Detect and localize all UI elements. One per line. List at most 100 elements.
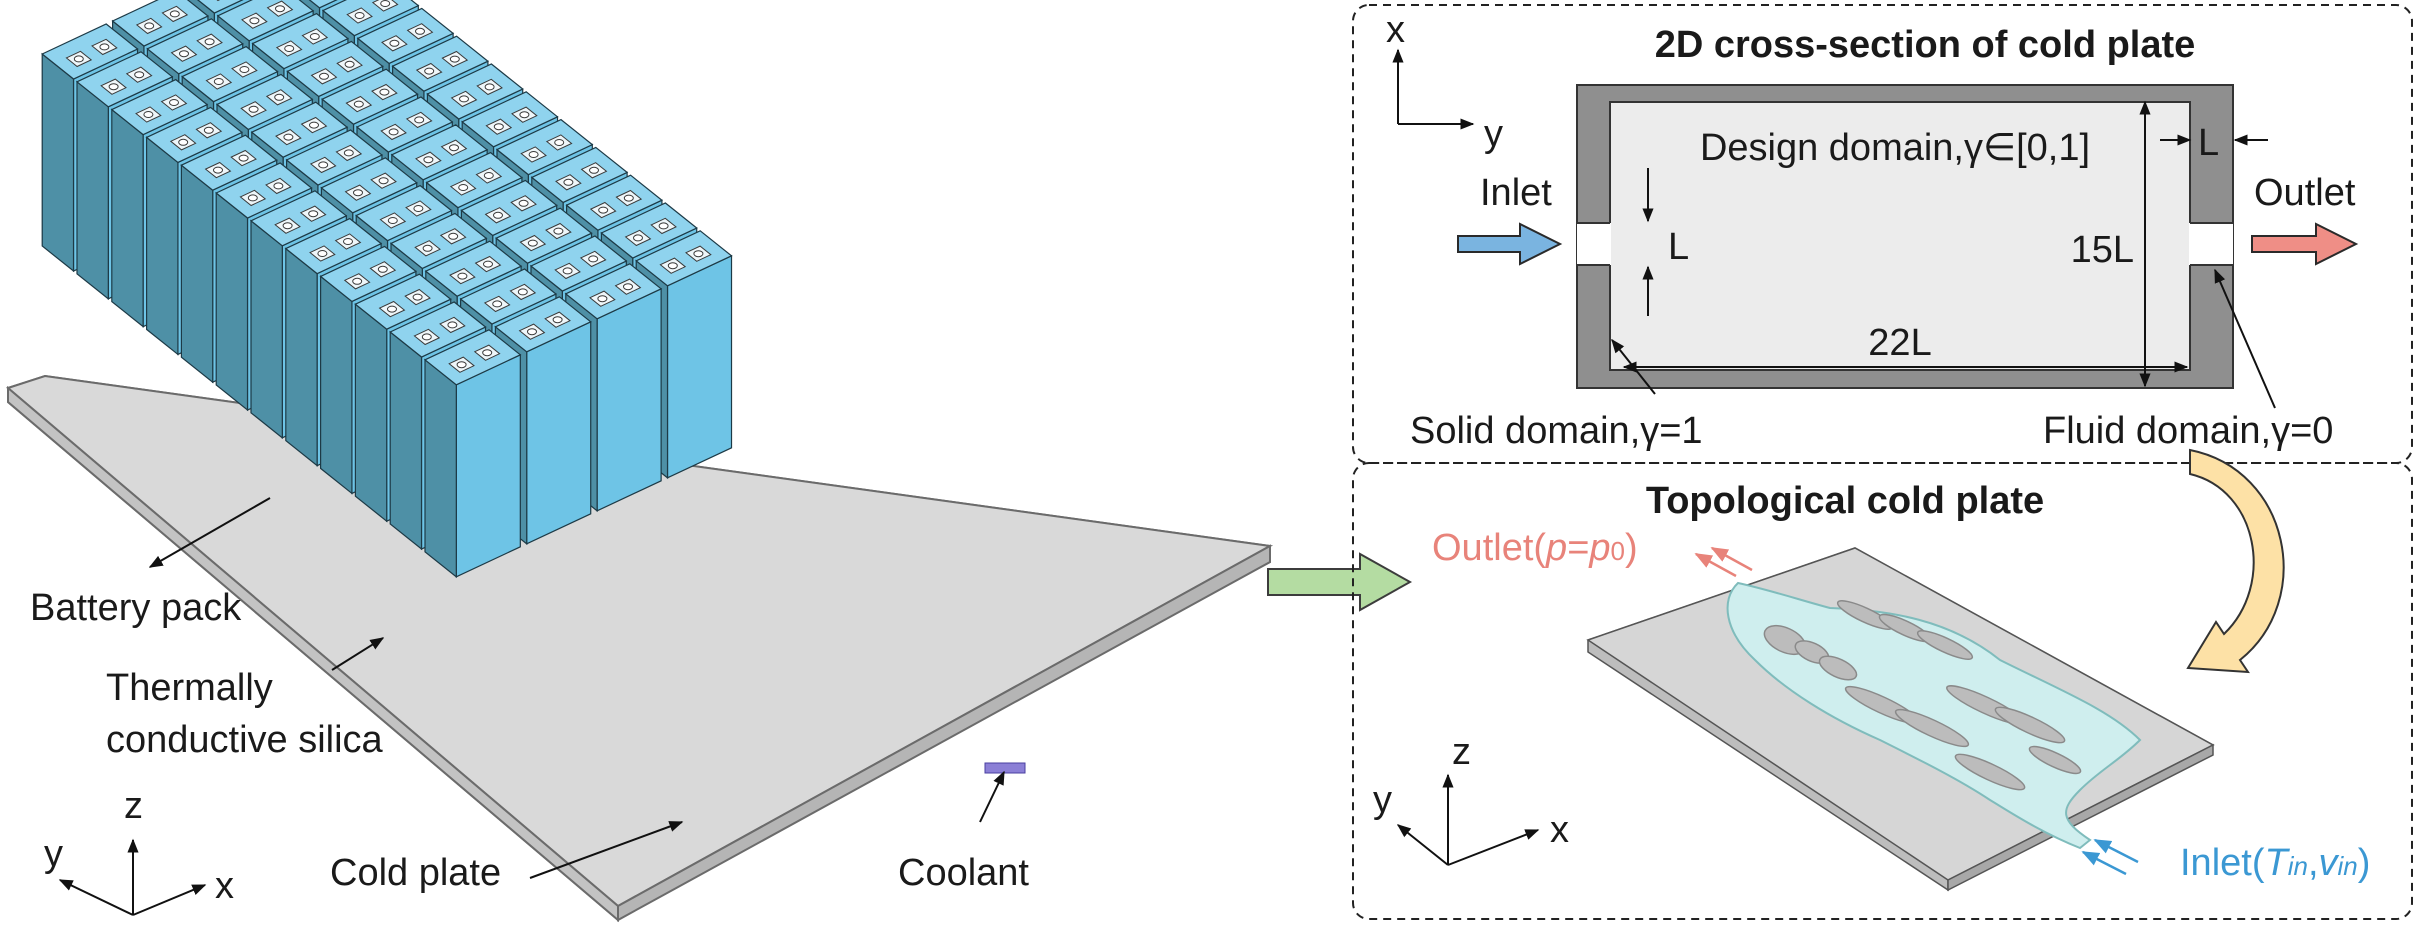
cell-terminal (309, 156, 337, 174)
cell-terminal (511, 106, 538, 123)
cell-terminal (196, 33, 223, 50)
battery-cells (41, 0, 733, 579)
battery-cell-top (197, 0, 244, 14)
cell-terminal (65, 50, 93, 68)
cell-terminal (685, 245, 712, 262)
cell-terminal (413, 328, 441, 346)
cell-terminal (439, 316, 466, 334)
cell-terminal (370, 172, 397, 189)
cell-terminal (369, 261, 397, 278)
cell-terminal (379, 212, 407, 229)
cell-terminal (309, 245, 336, 262)
cell-terminal (406, 23, 434, 40)
left-axis-x: x (215, 865, 234, 907)
cell-terminal (476, 78, 503, 96)
cell-terminal (485, 118, 513, 135)
battery-cell-top (111, 0, 210, 47)
battery-cell-top (426, 63, 524, 120)
design-domain-label: Design domain,γ∈[0,1] (1700, 127, 2090, 169)
cell-terminal (91, 38, 118, 56)
solid-domain-label: Solid domain,γ=1 (1410, 410, 1703, 452)
cell-terminal (265, 89, 293, 106)
cross-section-axis-y: y (1484, 113, 1503, 155)
cell-terminal (518, 323, 546, 340)
battery-cell-top (145, 106, 244, 164)
battery-cell-top (389, 212, 488, 270)
topology-axes: z x y (1373, 731, 1569, 866)
silica-label-line1: Thermally (106, 667, 273, 709)
left-axis-z: z (124, 785, 143, 827)
cell-terminal (336, 56, 363, 73)
battery-cell-top (355, 184, 453, 242)
battery-cell-top (320, 157, 418, 214)
cell-terminal (439, 228, 467, 245)
battery-cell-top (215, 73, 314, 131)
battery-cell-top (308, 0, 338, 9)
width-label: 22L (1868, 322, 1931, 364)
cell-terminal (100, 78, 127, 95)
cell-terminal (519, 234, 547, 252)
cross-section-axis-x: x (1386, 9, 1405, 51)
cell-terminal (509, 283, 537, 301)
battery-cell-top (494, 296, 592, 353)
battery-cell-top (635, 230, 733, 287)
cell-terminal (161, 5, 189, 23)
battery-cell-top (529, 235, 628, 292)
cell-terminal (371, 83, 398, 101)
cell-terminal (371, 0, 399, 12)
cell-terminal (381, 35, 408, 52)
outlet-channel (2189, 223, 2233, 265)
outlet-label: Outlet (2254, 172, 2356, 214)
battery-cell-side (76, 80, 109, 301)
battery-cell-side (146, 136, 179, 356)
cell-terminal (483, 295, 511, 313)
battery-cell-front (526, 320, 592, 545)
cell-terminal (589, 290, 616, 307)
battery-cell-side (41, 52, 75, 273)
topology-axis-z: z (1452, 731, 1471, 773)
cell-terminal (231, 61, 258, 78)
battery-cell-side (389, 330, 423, 551)
battery-cell-top (425, 151, 524, 209)
battery-cell-front (596, 287, 662, 512)
design-domain (1609, 101, 2191, 371)
battery-cell-top (423, 329, 522, 386)
cell-terminal (450, 90, 478, 108)
battery-cell-top (251, 12, 350, 70)
curved-transfer-arrow (2186, 448, 2285, 674)
battery-cell-side (354, 302, 388, 523)
cell-terminal (240, 101, 267, 118)
battery-cell-top (391, 35, 490, 92)
cell-terminal (580, 162, 608, 179)
cell-terminal (310, 68, 338, 85)
cell-terminal (554, 262, 581, 280)
topology-axis-y: y (1373, 779, 1392, 821)
battery-cell-top (285, 129, 384, 186)
battery-cell-top (286, 40, 384, 98)
topology-axis-x: x (1550, 809, 1569, 851)
cell-terminal (555, 174, 582, 191)
battery-pack-leader (148, 497, 271, 568)
cell-terminal (205, 73, 233, 90)
cell-terminal (275, 128, 302, 146)
battery-cell-top (75, 51, 174, 108)
cell-terminal (404, 288, 431, 306)
cell-terminal (414, 240, 441, 257)
outlet-width-label: L (2198, 122, 2219, 164)
coolant-leader (979, 770, 1005, 823)
topology-inlet-label: Inlet(Tin,vin) (2180, 842, 2370, 884)
cell-terminal (346, 7, 373, 24)
cold-plate-side (617, 544, 1271, 922)
battery-cell-front (666, 254, 733, 479)
battery-cell-top (249, 190, 348, 247)
battery-cell-side (424, 358, 457, 579)
battery-cell-top (355, 96, 454, 153)
battery-cell-front (455, 353, 521, 578)
battery-cell-top (530, 146, 629, 204)
cell-terminal (405, 111, 433, 129)
battery-cell-top (564, 263, 663, 320)
cell-terminal (624, 229, 652, 247)
battery-pack-illustration (5, 0, 1274, 923)
cell-terminal (650, 217, 677, 235)
cell-terminal (579, 250, 607, 268)
